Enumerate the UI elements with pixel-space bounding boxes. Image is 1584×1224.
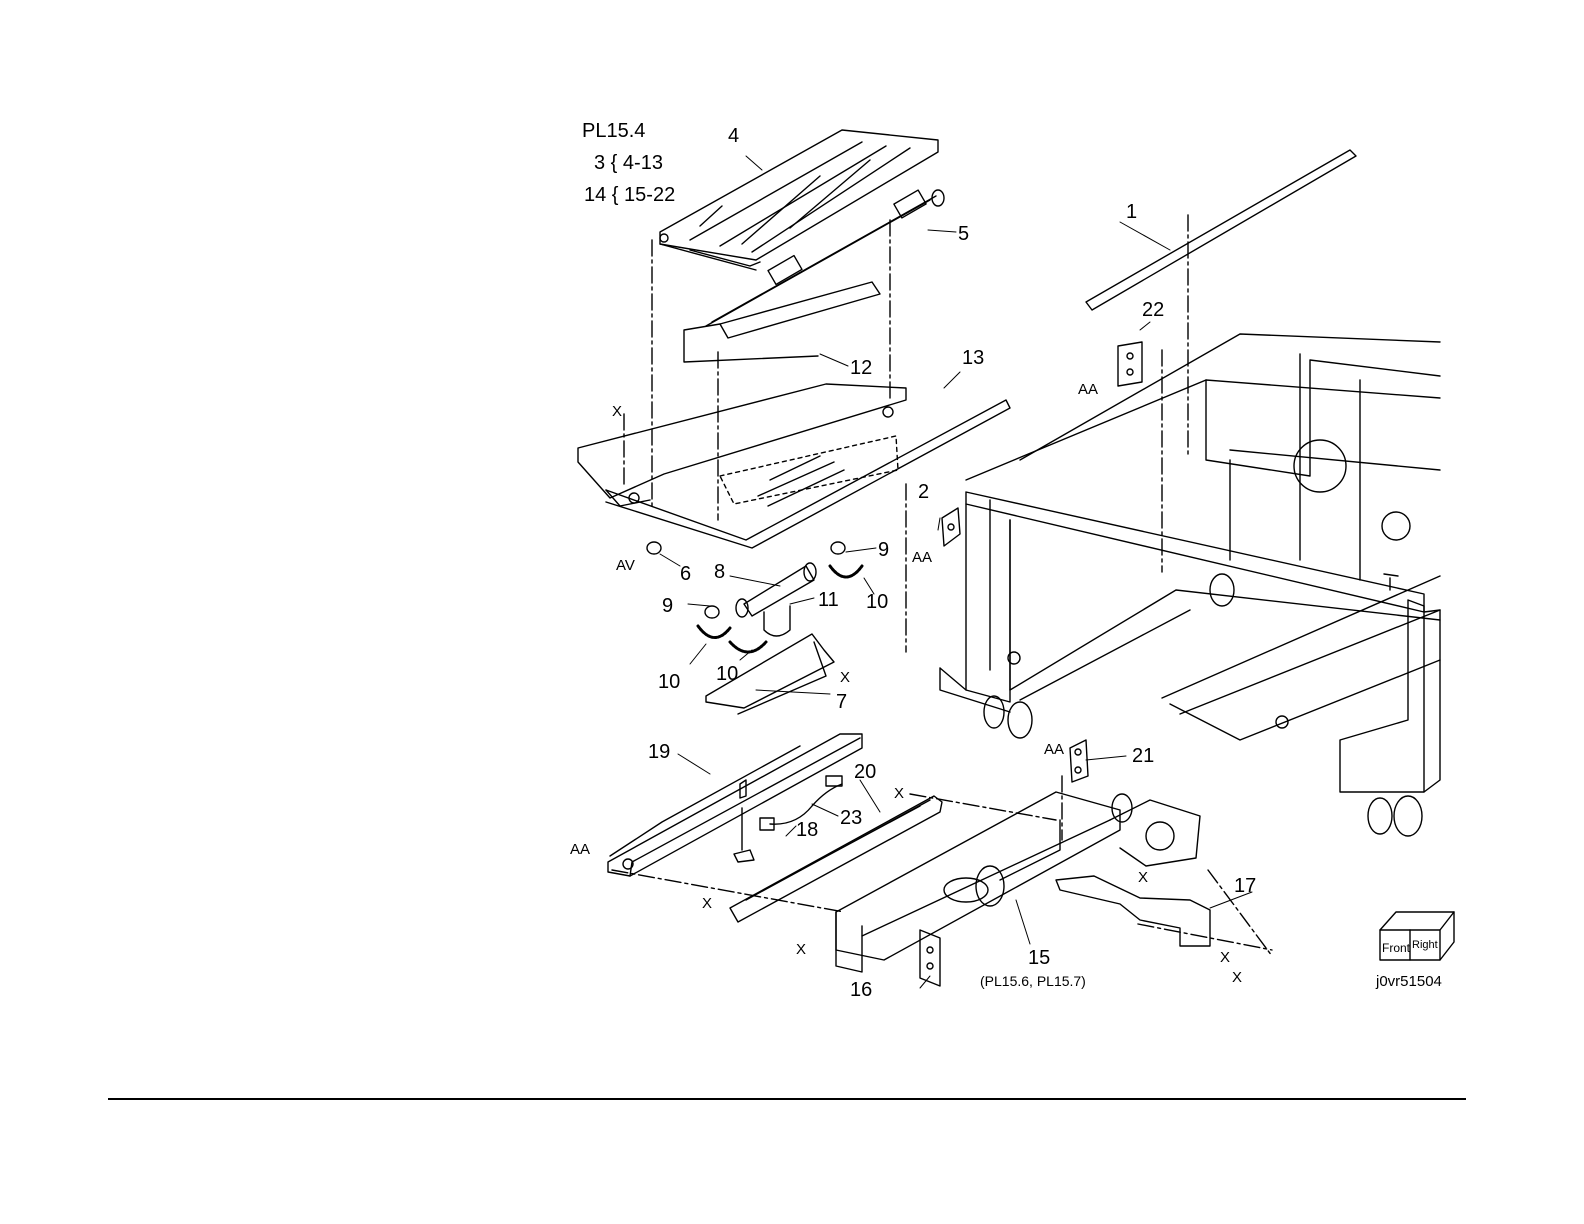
part-3-base-plate bbox=[578, 384, 1010, 548]
ref-x-20-left: X bbox=[702, 895, 712, 912]
callout-2: 2 bbox=[918, 481, 929, 503]
callout-10-middle: 10 bbox=[716, 663, 738, 685]
callout-10-right: 10 bbox=[866, 591, 888, 613]
callout-18: 18 bbox=[796, 819, 818, 841]
ref-x-16: X bbox=[796, 941, 806, 958]
callout-22: 22 bbox=[1142, 299, 1164, 321]
callout-1: 1 bbox=[1126, 201, 1137, 223]
orientation-front-label: Front bbox=[1382, 941, 1411, 955]
callout-7: 7 bbox=[836, 691, 847, 713]
ref-x-17-right: X bbox=[1220, 949, 1230, 966]
callout-5: 5 bbox=[958, 223, 969, 245]
ref-x-20: X bbox=[894, 785, 904, 802]
callout-10-left: 10 bbox=[658, 671, 680, 693]
footer-rule bbox=[108, 1098, 1466, 1100]
orientation-right-label: Right bbox=[1412, 939, 1438, 951]
ref-aa-22: AA bbox=[1078, 381, 1098, 398]
callout-19: 19 bbox=[648, 741, 670, 763]
ref-av-6: AV bbox=[616, 557, 635, 574]
ref-x-17-top: X bbox=[1138, 869, 1148, 886]
ref-aa-21: AA bbox=[1044, 741, 1064, 758]
part-21-bracket bbox=[1070, 740, 1088, 782]
callout-11: 11 bbox=[818, 589, 839, 611]
part-22-bracket bbox=[1118, 342, 1142, 386]
ref-x-17-bottom: X bbox=[1232, 969, 1242, 986]
callout-4: 4 bbox=[728, 125, 739, 147]
part-17-duct bbox=[1056, 876, 1210, 946]
callout-23: 23 bbox=[840, 807, 862, 829]
ref-x-plate: X bbox=[612, 403, 622, 420]
callout-16: 16 bbox=[850, 979, 872, 1001]
callout-12: 12 bbox=[850, 357, 872, 379]
part-2-bracket bbox=[942, 508, 960, 546]
callout-13: 13 bbox=[962, 347, 984, 369]
ref-aa-2: AA bbox=[912, 549, 932, 566]
callout-17: 17 bbox=[1234, 875, 1256, 897]
ref-aa-19: AA bbox=[570, 841, 590, 858]
figure-id: j0vr51504 bbox=[1375, 973, 1442, 990]
callout-9-lower: 9 bbox=[662, 595, 673, 617]
callout-9-upper: 9 bbox=[878, 539, 889, 561]
main-frame bbox=[940, 334, 1440, 836]
part-4-tray-frame bbox=[660, 130, 938, 270]
callout-15: 15 bbox=[1028, 947, 1050, 969]
callout-21: 21 bbox=[1132, 745, 1154, 767]
part-1-rod bbox=[1086, 150, 1356, 310]
part-15-reference-note: (PL15.6, PL15.7) bbox=[980, 973, 1086, 989]
callout-6: 6 bbox=[680, 563, 691, 585]
ref-x-7: X bbox=[840, 669, 850, 686]
callout-8: 8 bbox=[714, 561, 725, 583]
callout-20: 20 bbox=[854, 761, 876, 783]
